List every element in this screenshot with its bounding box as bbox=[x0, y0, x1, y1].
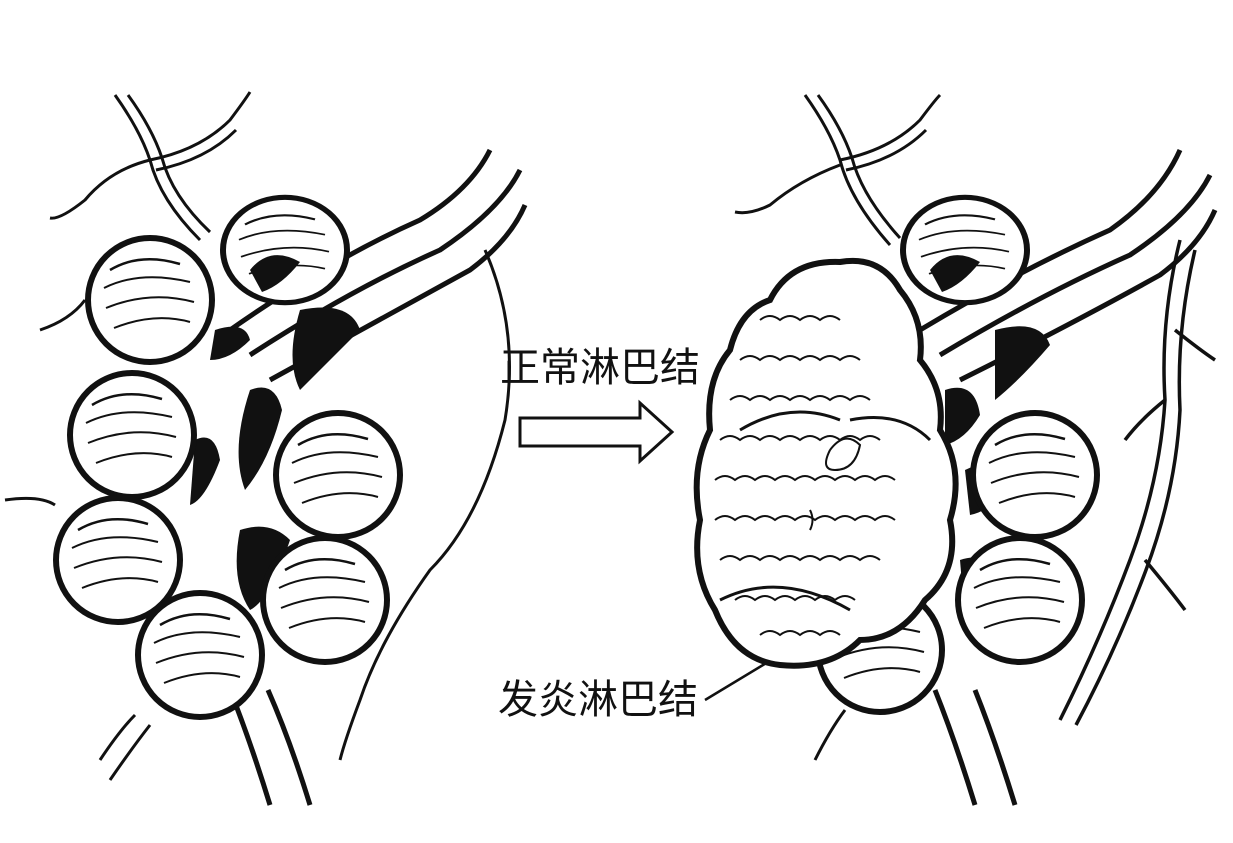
normal-capsule-outline bbox=[338, 249, 511, 761]
inflamed-lymph-node-label: 发炎淋巴结 bbox=[498, 677, 698, 723]
normal-lymph-node-illustration bbox=[4, 91, 528, 806]
inflamed-lower-vessel bbox=[932, 689, 1018, 806]
inflamed-right-branch-vessel bbox=[1058, 239, 1216, 726]
normal-vessels-thin bbox=[4, 91, 252, 781]
swollen-node-mass bbox=[693, 257, 959, 669]
inflamed-vessels-thin bbox=[734, 93, 942, 761]
normal-lower-vessel bbox=[227, 688, 313, 806]
normal-follicles bbox=[56, 197, 400, 717]
inflamed-leader-line bbox=[704, 660, 769, 702]
inflamed-lymph-node-illustration bbox=[693, 93, 1218, 806]
normal-lymph-node-label: 正常淋巴结 bbox=[500, 345, 700, 391]
right-arrow-outline-icon bbox=[518, 399, 675, 465]
inflamed-remaining-follicles bbox=[818, 197, 1097, 712]
